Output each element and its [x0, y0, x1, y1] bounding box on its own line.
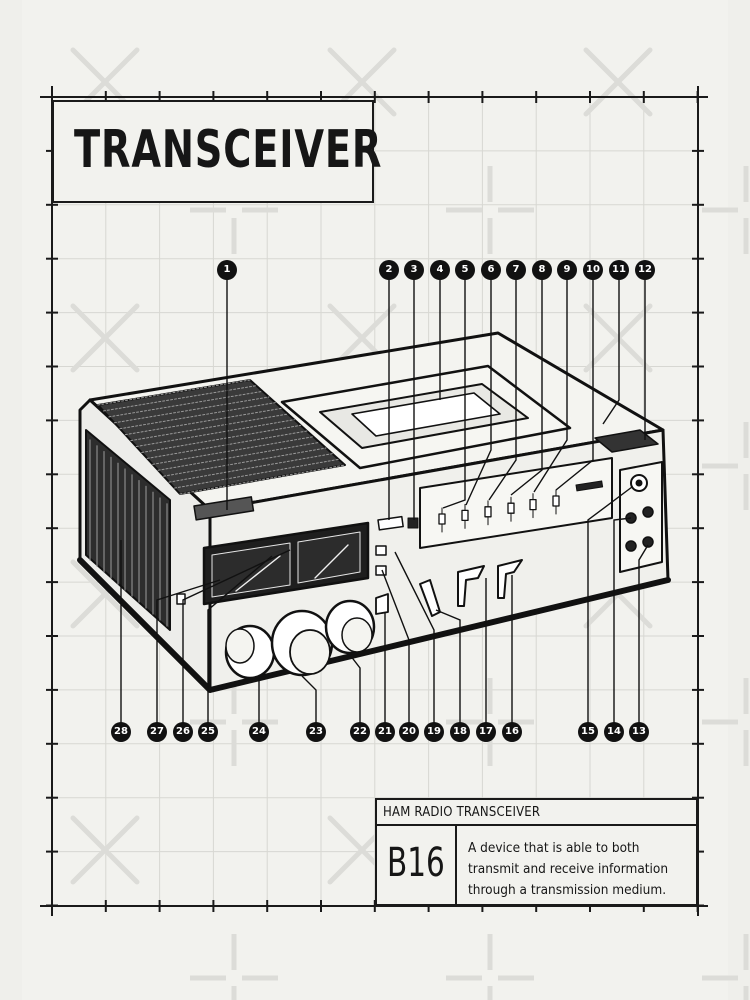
page-title: TRANSCEIVER — [74, 120, 383, 180]
callout-4: 4 — [430, 260, 450, 280]
callout-13: 13 — [629, 722, 649, 742]
callout-10: 10 — [583, 260, 603, 280]
side-vent-lines — [89, 439, 168, 627]
tuning-strip — [419, 457, 613, 549]
callout-7: 7 — [506, 260, 526, 280]
callout-9: 9 — [557, 260, 577, 280]
callout-27: 27 — [147, 722, 167, 742]
description-line: through a transmission medium. — [468, 882, 667, 898]
lever-switch-3 — [497, 559, 523, 599]
callout-5: 5 — [455, 260, 475, 280]
toggle-21 — [375, 593, 389, 615]
device-bottom-rim — [77, 557, 671, 693]
top-vent — [594, 429, 659, 453]
callout-15: 15 — [578, 722, 598, 742]
subtitle: HAM RADIO TRANSCEIVER — [383, 805, 541, 820]
indicator-square — [407, 517, 419, 529]
callout-11: 11 — [609, 260, 629, 280]
button-c — [375, 565, 387, 576]
top-badge — [193, 496, 255, 521]
knob-24 — [224, 624, 276, 680]
callout-24: 24 — [249, 722, 269, 742]
callout-3: 3 — [404, 260, 424, 280]
callout-14: 14 — [604, 722, 624, 742]
callout-16: 16 — [502, 722, 522, 742]
callout-6: 6 — [481, 260, 501, 280]
jack-14b — [642, 506, 654, 518]
callout-18: 18 — [450, 722, 470, 742]
callout-19: 19 — [424, 722, 444, 742]
transceiver-illustration — [77, 331, 671, 693]
lever-switch-2 — [457, 565, 485, 607]
jack-13a — [625, 540, 637, 552]
callout-17: 17 — [476, 722, 496, 742]
knob-22 — [324, 599, 376, 655]
frequency-slot — [575, 480, 604, 492]
description-line: transmit and receive information — [468, 861, 669, 877]
callout-26: 26 — [173, 722, 193, 742]
callout-20: 20 — [399, 722, 419, 742]
description-line: A device that is able to both — [468, 840, 640, 856]
side-vent-panel — [85, 429, 171, 631]
info-box: HAM RADIO TRANSCEIVER B16 A device that … — [375, 798, 698, 906]
code-cell: B16 — [377, 826, 457, 904]
callout-1: 1 — [217, 260, 237, 280]
callout-25: 25 — [198, 722, 218, 742]
callout-28: 28 — [111, 722, 131, 742]
subtitle-row: HAM RADIO TRANSCEIVER — [377, 800, 696, 826]
leader-lines — [120, 270, 649, 732]
callout-22: 22 — [350, 722, 370, 742]
diagram-code: B16 — [387, 840, 445, 886]
callout-8: 8 — [532, 260, 552, 280]
meter-right-needle — [314, 544, 349, 579]
callout-23: 23 — [306, 722, 326, 742]
jack-15-core — [635, 479, 643, 487]
knob-23 — [270, 609, 334, 677]
meter-left-needle — [235, 555, 281, 592]
callout-2: 2 — [379, 260, 399, 280]
meter-right — [297, 531, 361, 584]
callout-21: 21 — [375, 722, 395, 742]
callout-12: 12 — [635, 260, 655, 280]
button-b — [375, 545, 387, 556]
title-box: TRANSCEIVER — [52, 100, 381, 203]
description: A device that is able to both transmit a… — [468, 838, 698, 901]
jack-13b — [642, 536, 654, 548]
slider-controls — [438, 489, 560, 533]
speaker-grille-texture — [97, 379, 346, 495]
button-row-a — [377, 515, 404, 531]
